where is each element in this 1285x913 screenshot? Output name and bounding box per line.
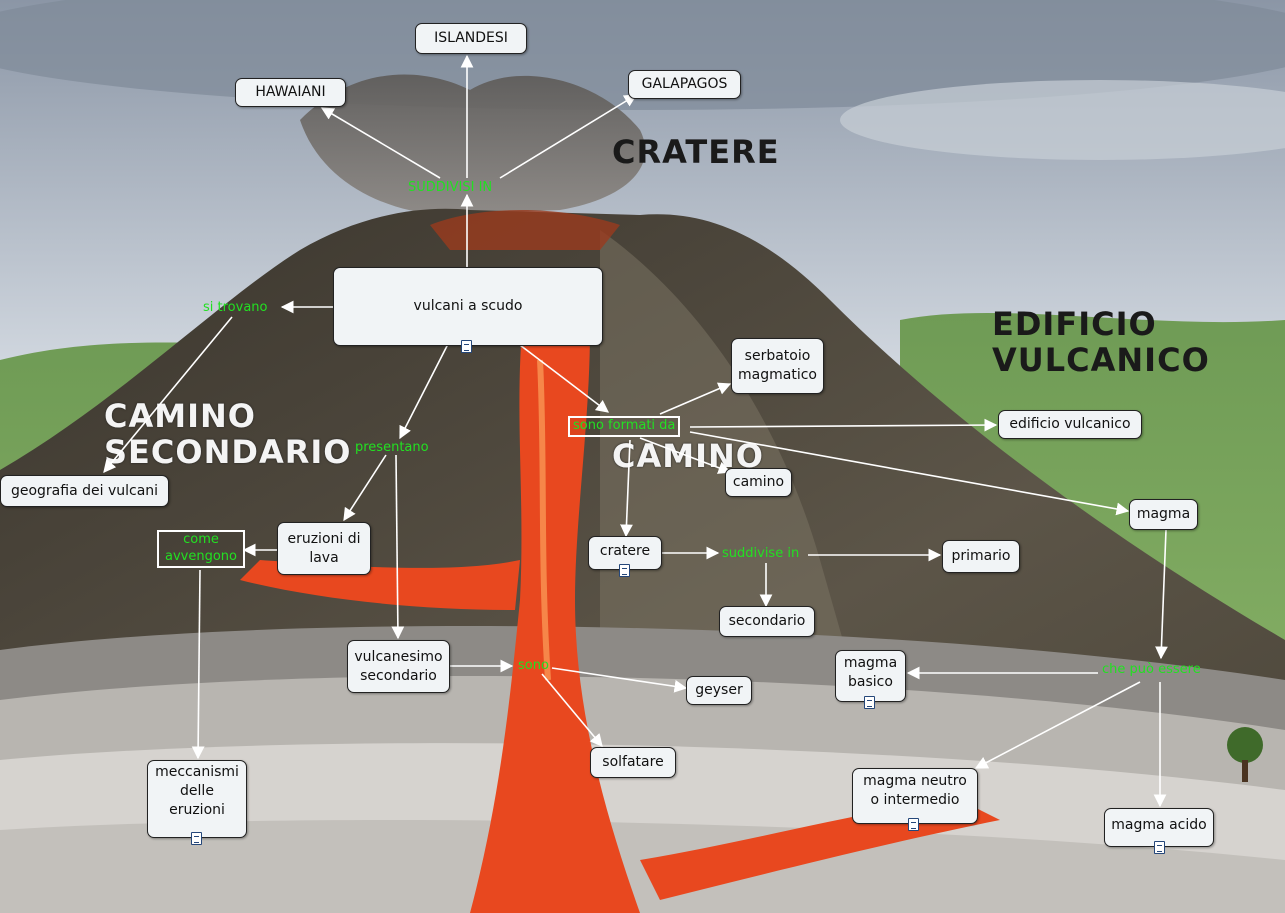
node-hawaiani[interactable]: HAWAIANI [235,78,346,107]
label-camino-secondario-line2: SECONDARIO [104,433,352,471]
node-edificio-vulcanico-label: edificio vulcanico [1009,416,1131,433]
node-eruzioni-di-lava-label: eruzioni di lava [287,530,361,566]
label-edificio-line1: EDIFICIO [992,305,1157,343]
node-geografia-dei-vulcani[interactable]: geografia dei vulcani [0,475,169,507]
node-eruzioni-di-lava[interactable]: eruzioni di lava [277,522,371,575]
node-magma-basico[interactable]: magma basico [835,650,906,709]
node-geografia-dei-vulcani-label: geografia dei vulcani [10,482,159,499]
document-icon[interactable] [619,564,630,577]
node-solfatare[interactable]: solfatare [590,747,676,778]
document-icon[interactable] [191,832,202,845]
node-geyser-label: geyser [695,682,743,699]
node-magma-acido-label: magma acido [1111,817,1207,833]
label-edificio-line2: VULCANICO [992,341,1210,379]
node-vulcani-a-scudo-label: vulcani a scudo [413,298,523,315]
node-galapagos[interactable]: GALAPAGOS [628,70,741,99]
phrase-suddivisi-in[interactable]: SUDDIVISI IN [408,180,493,195]
node-vulcanesimo-secondario-label: vulcanesimo secondario [354,648,443,684]
node-camino[interactable]: camino [725,468,792,497]
phrase-presentano[interactable]: presentano [355,440,429,455]
node-edificio-vulcanico[interactable]: edificio vulcanico [998,410,1142,439]
node-vulcani-a-scudo[interactable]: vulcani a scudo [333,267,603,353]
node-magma-acido[interactable]: magma acido [1104,808,1214,854]
node-serbatoio-magmatico-label: serbatoio magmatico [738,348,817,383]
node-primario[interactable]: primario [942,540,1020,573]
node-serbatoio-magmatico[interactable]: serbatoio magmatico [731,338,824,394]
node-cratere-label: cratere [599,543,651,559]
node-secondario[interactable]: secondario [719,606,815,637]
phrase-sono[interactable]: sono [518,658,549,673]
phrase-si-trovano[interactable]: si trovano [203,300,268,315]
node-camino-label: camino [732,474,785,491]
document-icon[interactable] [461,340,472,353]
phrase-come-avvengono[interactable]: come avvengono [157,530,245,568]
node-magma-neutro-o-intermedio-label: magma neutro o intermedio [863,773,967,808]
node-primario-label: primario [951,548,1011,565]
node-magma-label: magma [1136,506,1191,523]
document-icon[interactable] [908,818,919,831]
node-vulcanesimo-secondario[interactable]: vulcanesimo secondario [347,640,450,693]
label-cratere: CRATERE [612,133,780,171]
node-hawaiani-label: HAWAIANI [255,84,326,101]
node-geyser[interactable]: geyser [686,676,752,705]
phrase-sono-formati-da[interactable]: sono formati da [568,416,681,437]
phrase-suddivise-in[interactable]: suddivise in [722,546,800,561]
node-cratere[interactable]: cratere [588,536,662,577]
node-magma-neutro-o-intermedio[interactable]: magma neutro o intermedio [852,768,978,831]
label-camino-secondario-line1: CAMINO [104,397,256,435]
node-galapagos-label: GALAPAGOS [641,76,728,93]
node-meccanismi-delle-eruzioni[interactable]: meccanismi delle eruzioni [147,760,247,845]
document-icon[interactable] [1154,841,1165,854]
node-islandesi-label: ISLANDESI [434,30,508,47]
node-magma[interactable]: magma [1129,499,1198,530]
phrase-che-puo-essere[interactable]: che può essere [1102,662,1201,677]
node-solfatare-label: solfatare [602,754,664,771]
node-magma-basico-label: magma basico [843,655,898,690]
document-icon[interactable] [864,696,875,709]
node-islandesi[interactable]: ISLANDESI [415,23,527,54]
node-secondario-label: secondario [728,613,806,630]
node-meccanismi-delle-eruzioni-label: meccanismi delle eruzioni [155,764,239,818]
